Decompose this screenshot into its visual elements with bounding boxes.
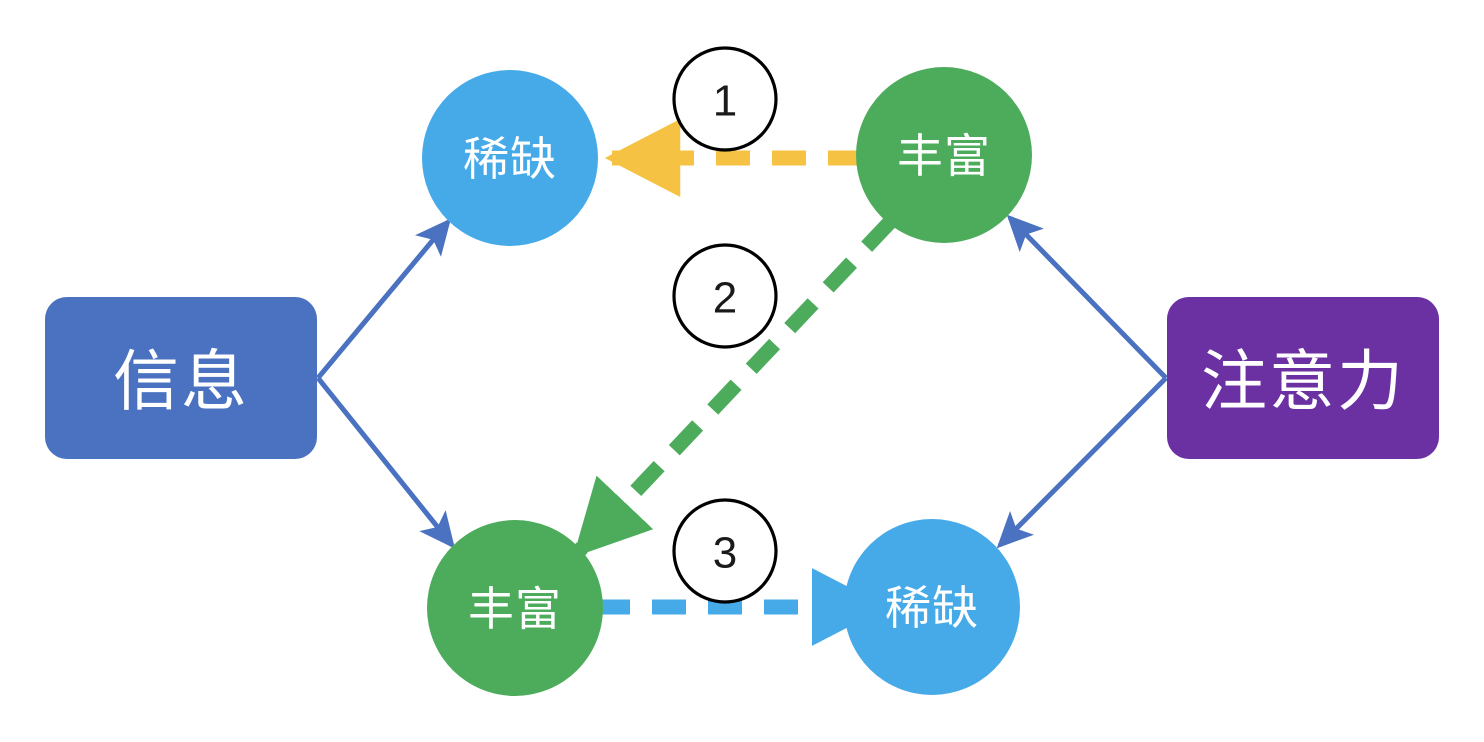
attention-box-label: 注意力 — [1201, 344, 1405, 418]
arrow-2-connector — [572, 216, 896, 558]
abundant-top-shape[interactable] — [856, 67, 1032, 243]
step-badge-3-shape[interactable] — [672, 498, 778, 604]
step-badge-3-label: 3 — [713, 529, 737, 578]
abundant-bottom-label: 丰富 — [468, 583, 562, 635]
attention-box-shape[interactable] — [1167, 297, 1439, 459]
node-scarce-bottom[interactable]: 稀缺 — [844, 519, 1020, 695]
scarce-top-shape[interactable] — [422, 70, 598, 246]
step-badge-1[interactable]: 1 — [672, 46, 778, 152]
step-badge-1-label: 1 — [713, 77, 737, 126]
scarce-bottom-label: 稀缺 — [885, 582, 979, 634]
information-box-shape[interactable] — [45, 297, 317, 459]
connector-information-to-abundant-bottom — [316, 376, 455, 549]
node-attention-box[interactable]: 注意力 — [1167, 297, 1439, 459]
step-badge-1-shape[interactable] — [672, 46, 778, 152]
step-badge-3[interactable]: 3 — [672, 498, 778, 604]
abundant-bottom-shape[interactable] — [427, 520, 603, 696]
abundant-top-label: 丰富 — [897, 130, 991, 182]
node-scarce-top[interactable]: 稀缺 — [422, 70, 598, 246]
connector-attention-to-scarce-bottom — [996, 376, 1168, 549]
connector-attention-to-abundant-top — [1006, 214, 1168, 380]
scarce-top-label: 稀缺 — [463, 133, 557, 185]
information-box-label: 信息 — [113, 344, 249, 418]
node-abundant-top[interactable]: 丰富 — [856, 67, 1032, 243]
connector-information-to-scarce-top — [316, 218, 452, 380]
step-badge-2-shape[interactable] — [672, 243, 778, 349]
node-abundant-bottom[interactable]: 丰富 — [427, 520, 603, 696]
step-badge-2-label: 2 — [713, 274, 737, 323]
step-badge-2[interactable]: 2 — [672, 243, 778, 349]
node-information-box[interactable]: 信息 — [45, 297, 317, 459]
scarce-bottom-shape[interactable] — [844, 519, 1020, 695]
